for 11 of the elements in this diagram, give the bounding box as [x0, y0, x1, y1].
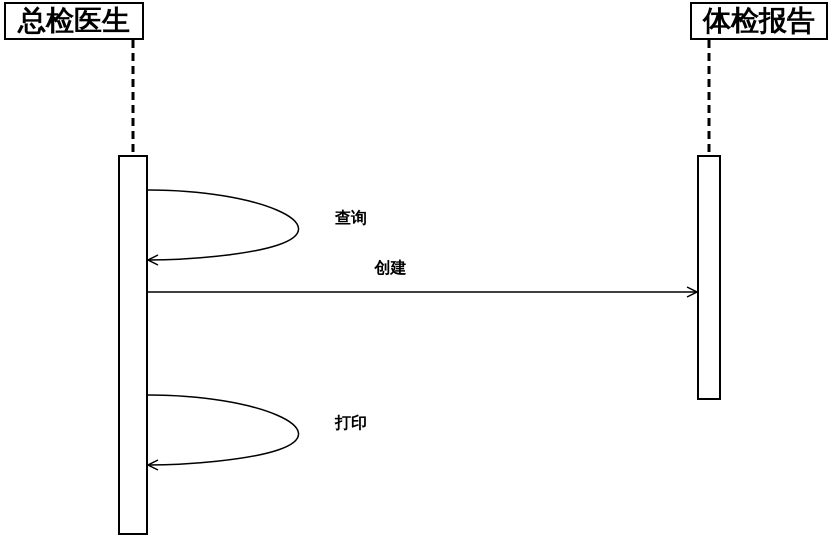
participant-name: 总检医生: [18, 3, 130, 39]
activation-bar: [697, 155, 721, 400]
lifeline-head-box: [4, 2, 144, 40]
lifeline-head-box: [690, 2, 828, 40]
message-arrow: [148, 286, 698, 298]
participant-name: 体检报告: [703, 3, 815, 39]
lifeline: [708, 40, 710, 155]
lifeline: [132, 40, 134, 155]
self-message-arrow: [147, 394, 299, 471]
self-message-arrow: [147, 189, 299, 266]
activation-bar: [118, 155, 148, 535]
